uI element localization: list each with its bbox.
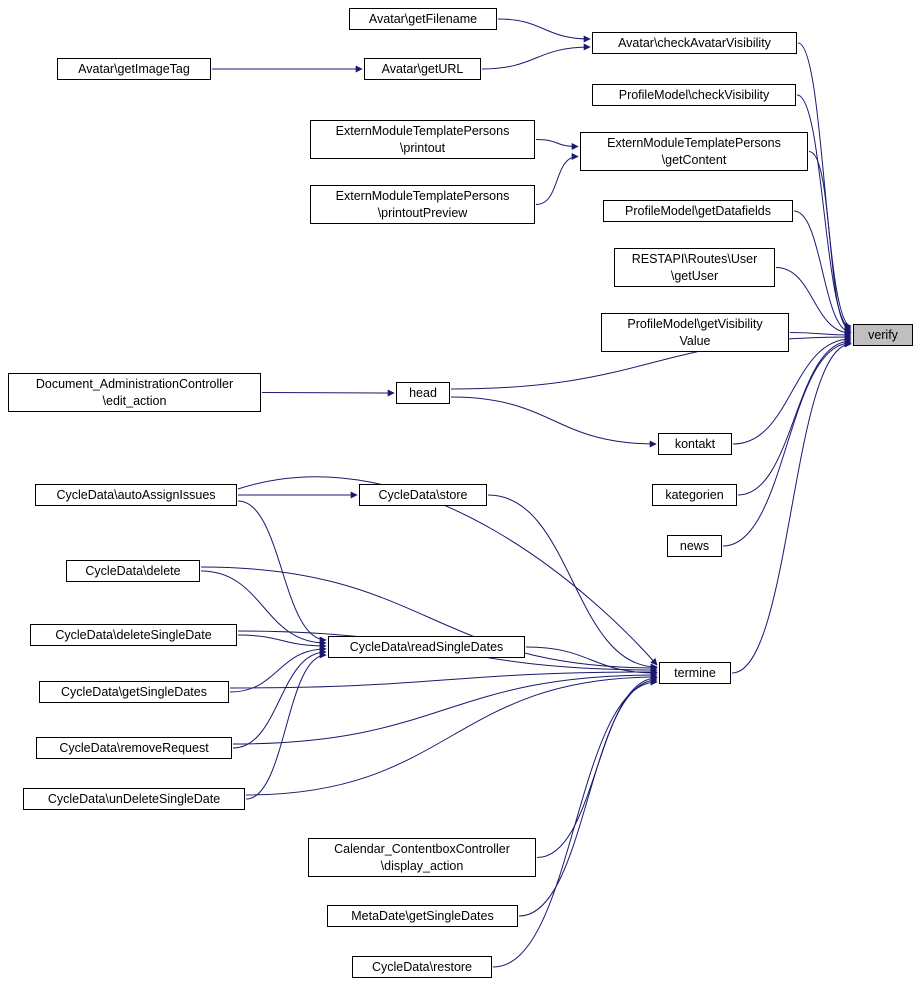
graph-edge-cycledata-autoassignissues-to-termine xyxy=(237,476,658,666)
graph-node-avatar-getimagetag[interactable]: Avatar\getImageTag xyxy=(57,58,211,80)
graph-node-label: CycleData\getSingleDates xyxy=(61,684,207,699)
graph-node-docadmin-edit-action[interactable]: Document_AdministrationController\edit_a… xyxy=(8,373,261,412)
graph-node-label: \printout xyxy=(399,140,446,155)
graph-edge-news-to-verify xyxy=(722,339,852,547)
graph-node-label: \printoutPreview xyxy=(377,205,468,220)
graph-node-cycledata-restore[interactable]: CycleData\restore xyxy=(352,956,492,978)
graph-edge-cycledata-delete-to-cycledata-readsingledates xyxy=(200,570,327,647)
graph-edge-emtp-printoutpreview-to-emtp-getcontent xyxy=(535,153,579,205)
graph-edge-cycledata-removerequest-to-cycledata-readsingledates xyxy=(232,648,327,749)
graph-node-label: CycleData\readSingleDates xyxy=(349,639,504,654)
graph-node-cycledata-readsingledates[interactable]: CycleData\readSingleDates xyxy=(328,636,525,658)
graph-node-cycledata-removerequest[interactable]: CycleData\removeRequest xyxy=(36,737,232,759)
graph-edge-cycledata-delete-to-termine xyxy=(200,566,658,672)
graph-edge-emtp-getcontent-to-verify xyxy=(808,151,852,334)
graph-node-label: Avatar\checkAvatarVisibility xyxy=(618,35,771,50)
graph-node-label: CycleData\autoAssignIssues xyxy=(56,487,216,502)
graph-node-label: \getContent xyxy=(661,152,727,167)
graph-node-label: CycleData\delete xyxy=(85,563,181,578)
graph-edge-cycledata-autoassignissues-to-cycledata-readsingledates xyxy=(237,500,327,644)
graph-node-label: kontakt xyxy=(674,436,716,451)
graph-edge-cycledata-undeletesingledate-to-cycledata-readsingledates xyxy=(245,651,327,800)
graph-edge-cycledata-restore-to-termine xyxy=(492,678,658,968)
graph-node-restapi-getuser[interactable]: RESTAPI\Routes\User\getUser xyxy=(614,248,775,287)
graph-node-label: RESTAPI\Routes\User xyxy=(631,252,758,267)
graph-node-label: Value xyxy=(679,333,711,348)
graph-node-label: kategorien xyxy=(665,487,724,502)
graph-node-emtp-printoutpreview[interactable]: ExternModuleTemplatePersons\printoutPrev… xyxy=(310,185,535,224)
graph-edge-cycledata-store-to-termine xyxy=(487,494,658,671)
graph-edge-kontakt-to-verify xyxy=(732,335,852,445)
graph-node-profilemodel-checkvisibility[interactable]: ProfileModel\checkVisibility xyxy=(592,84,796,106)
graph-node-label: verify xyxy=(868,327,898,342)
graph-edge-avatar-checkavatarvisibility-to-verify xyxy=(797,42,852,330)
graph-edge-cycledata-deletesingledate-to-cycledata-readsingledates xyxy=(237,634,327,650)
graph-node-label: ProfileModel\checkVisibility xyxy=(618,87,770,102)
graph-edge-profilemodel-checkvisibility-to-verify xyxy=(796,94,852,332)
graph-node-label: \display_action xyxy=(380,858,464,873)
graph-edge-cycledata-getsingledates-to-termine xyxy=(229,668,658,689)
graph-node-label: Avatar\getURL xyxy=(381,61,464,76)
graph-edge-restapi-getuser-to-verify xyxy=(775,267,852,337)
graph-edge-metadate-getsingledates-to-termine xyxy=(518,676,658,917)
graph-node-label: Calendar_ContentboxController xyxy=(334,842,510,857)
graph-edge-cycledata-readsingledates-to-termine xyxy=(525,646,658,677)
graph-node-label: CycleData\store xyxy=(378,487,468,502)
graph-edge-termine-to-verify xyxy=(731,340,852,674)
graph-node-label: ProfileModel\getVisibility xyxy=(627,317,763,332)
graph-node-kontakt[interactable]: kontakt xyxy=(658,433,732,455)
graph-node-label: head xyxy=(409,385,437,400)
graph-edge-emtp-printout-to-emtp-getcontent xyxy=(535,139,579,150)
graph-node-label: \edit_action xyxy=(102,393,167,408)
graph-node-termine[interactable]: termine xyxy=(659,662,731,684)
graph-node-news[interactable]: news xyxy=(667,535,722,557)
graph-edge-profilemodel-getvisibilityvalue-to-verify xyxy=(789,331,852,339)
graph-node-verify: verify xyxy=(853,324,913,346)
graph-node-calendar-display-action[interactable]: Calendar_ContentboxController\display_ac… xyxy=(308,838,536,877)
graph-node-label: \getUser xyxy=(670,268,719,283)
graph-node-label: MetaDate\getSingleDates xyxy=(351,908,494,923)
graph-node-label: Avatar\getImageTag xyxy=(78,61,190,76)
graph-edge-kategorien-to-verify xyxy=(737,337,852,496)
graph-node-kategorien[interactable]: kategorien xyxy=(652,484,737,506)
graph-node-avatar-getfilename[interactable]: Avatar\getFilename xyxy=(349,8,497,30)
graph-node-label: ExternModuleTemplatePersons xyxy=(607,136,781,151)
graph-edge-avatar-getfilename-to-avatar-checkavatarvisibility xyxy=(497,18,591,43)
graph-node-metadate-getsingledates[interactable]: MetaDate\getSingleDates xyxy=(327,905,518,927)
graph-node-profilemodel-getdatafields[interactable]: ProfileModel\getDatafields xyxy=(603,200,793,222)
graph-edge-avatar-geturl-to-avatar-checkavatarvisibility xyxy=(481,43,591,70)
graph-node-label: ExternModuleTemplatePersons xyxy=(335,189,510,204)
graph-node-avatar-geturl[interactable]: Avatar\getURL xyxy=(364,58,481,80)
graph-node-avatar-checkavatarvisibility[interactable]: Avatar\checkAvatarVisibility xyxy=(592,32,797,54)
graph-edge-cycledata-getsingledates-to-cycledata-readsingledates xyxy=(229,645,327,693)
graph-edge-docadmin-edit-action-to-head xyxy=(261,389,395,397)
graph-node-cycledata-delete[interactable]: CycleData\delete xyxy=(66,560,200,582)
graph-node-cycledata-store[interactable]: CycleData\store xyxy=(359,484,487,506)
graph-node-cycledata-undeletesingledate[interactable]: CycleData\unDeleteSingleDate xyxy=(23,788,245,810)
graph-node-label: ProfileModel\getDatafields xyxy=(625,203,771,218)
graph-node-emtp-getcontent[interactable]: ExternModuleTemplatePersons\getContent xyxy=(580,132,808,171)
graph-node-label: ExternModuleTemplatePersons xyxy=(335,124,510,139)
graph-edge-cycledata-undeletesingledate-to-termine xyxy=(245,673,658,796)
graph-node-label: CycleData\removeRequest xyxy=(59,740,209,755)
graph-node-emtp-printout[interactable]: ExternModuleTemplatePersons\printout xyxy=(310,120,535,159)
graph-edge-head-to-kontakt xyxy=(450,396,657,448)
graph-node-label: CycleData\deleteSingleDate xyxy=(55,627,212,642)
graph-node-label: Document_AdministrationController xyxy=(35,377,234,392)
graph-node-label: Avatar\getFilename xyxy=(368,11,478,26)
graph-node-label: CycleData\unDeleteSingleDate xyxy=(47,791,221,806)
graph-node-head[interactable]: head xyxy=(396,382,450,404)
graph-node-label: CycleData\restore xyxy=(371,959,473,974)
graph-node-label: news xyxy=(679,538,710,553)
graph-node-cycledata-getsingledates[interactable]: CycleData\getSingleDates xyxy=(39,681,229,703)
graph-edge-profilemodel-getdatafields-to-verify xyxy=(793,210,852,336)
graph-node-cycledata-autoassignissues[interactable]: CycleData\autoAssignIssues xyxy=(35,484,237,506)
graph-edge-cycledata-removerequest-to-termine xyxy=(232,671,658,745)
graph-node-label: termine xyxy=(674,665,716,680)
graph-node-cycledata-deletesingledate[interactable]: CycleData\deleteSingleDate xyxy=(30,624,237,646)
